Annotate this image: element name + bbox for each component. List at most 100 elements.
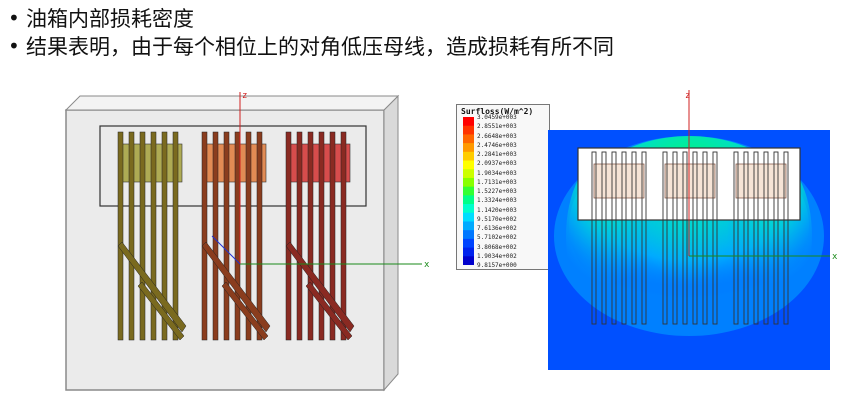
legend-swatch	[463, 177, 474, 188]
legend-swatch	[463, 160, 474, 170]
lead-bar	[212, 131, 219, 341]
lead-bar	[307, 131, 314, 341]
lead-bar	[783, 151, 789, 325]
lead-bar	[256, 131, 263, 341]
legend-label: 2.0937e+003	[477, 160, 517, 168]
lead-bar	[763, 151, 769, 325]
legend-label: 9.5170e+002	[477, 215, 517, 223]
core-window-frame	[99, 125, 367, 207]
bullet-item-2: • 结果表明，由于每个相位上的对角低压母线，造成损耗有所不同	[8, 32, 857, 60]
tank-side-face	[383, 94, 399, 392]
lead-bar	[139, 131, 146, 341]
legend-label: 7.6136e+002	[477, 225, 517, 232]
y-axis-line	[211, 235, 241, 265]
x-axis-label: x	[424, 260, 430, 270]
lead-bar	[753, 151, 759, 325]
lead-bar	[743, 151, 749, 325]
lead-bar	[672, 151, 678, 325]
z-axis-label: z	[242, 91, 247, 101]
legend-label: 2.6648e+003	[477, 132, 517, 140]
legend-label: 2.2841e+003	[477, 151, 517, 158]
lead-bar	[733, 151, 739, 325]
lead-bar	[682, 151, 688, 325]
phase-windings-group	[593, 163, 787, 199]
diagonal-busbar	[221, 281, 269, 341]
lead-bar	[621, 151, 627, 325]
lead-bar	[662, 151, 668, 325]
bullet-list: • 油箱内部损耗密度 • 结果表明，由于每个相位上的对角低压母线，造成损耗有所不…	[8, 4, 857, 60]
busbar-group	[117, 131, 355, 341]
legend-swatch	[463, 204, 474, 214]
lead-bar	[601, 151, 607, 325]
lead-bar	[161, 131, 168, 341]
legend-label: 1.5227e+003	[477, 188, 517, 195]
legend-swatch	[463, 151, 474, 162]
lead-bar	[223, 131, 230, 341]
lead-bar	[318, 131, 325, 341]
diagonal-busbar	[137, 281, 185, 341]
lead-bar	[296, 131, 303, 341]
legend-label: 1.7131e+003	[477, 178, 517, 186]
legend-label: 1.1420e+003	[477, 206, 517, 214]
legend-swatch	[463, 195, 474, 205]
legend-label: 2.4746e+003	[477, 141, 517, 149]
legend-swatch	[463, 169, 474, 179]
left-simulation-view: z x	[64, 91, 430, 392]
diagonal-busbar	[117, 241, 187, 333]
lead-bar	[150, 131, 157, 341]
lead-bar	[641, 151, 647, 325]
lead-bar	[340, 131, 347, 341]
legend-swatch	[463, 256, 474, 265]
legend-title: Surfloss(W/m^2)	[461, 107, 534, 116]
lead-bar	[611, 151, 617, 325]
legend-swatch	[463, 186, 474, 196]
legend-swatch	[463, 247, 474, 257]
legend-label: 2.8551e+003	[477, 123, 517, 131]
lead-bar	[128, 131, 135, 341]
lead-bar	[773, 151, 779, 325]
legend-swatch	[463, 134, 474, 144]
bullet-text-2: 结果表明，由于每个相位上的对角低压母线，造成损耗有所不同	[26, 35, 614, 59]
lead-bar	[245, 131, 252, 341]
lead-bar	[285, 131, 292, 341]
legend-swatch	[463, 230, 474, 240]
lead-bar	[591, 151, 597, 325]
phase-winding	[593, 163, 645, 199]
phase-winding	[735, 163, 787, 199]
right-loss-density-view: z x	[548, 90, 838, 370]
legend-swatch	[463, 238, 474, 249]
legend-label: 9.8157e+000	[477, 262, 517, 269]
legend-swatch	[463, 125, 474, 135]
lead-bar	[234, 131, 241, 341]
legend-label: 1.3324e+003	[477, 197, 517, 205]
legend-label: 1.9034e+003	[477, 169, 517, 177]
legend-swatch	[463, 221, 474, 231]
x-axis-label: x	[832, 252, 838, 262]
lead-bar	[117, 131, 124, 341]
legend-label: 1.9034e+002	[477, 252, 517, 260]
bullet-dot-icon: •	[8, 6, 20, 30]
legend-label: 5.7102e+002	[477, 234, 517, 242]
lead-bar	[631, 151, 637, 325]
phase-winding	[664, 163, 716, 199]
legend-swatch	[463, 212, 474, 222]
lead-bar	[702, 151, 708, 325]
diagonal-busbar	[201, 241, 271, 333]
diagonal-busbar	[305, 281, 353, 341]
bullet-text-1: 油箱内部损耗密度	[26, 7, 194, 31]
legend-swatch	[463, 117, 474, 127]
legend-color-bar	[463, 117, 474, 265]
legend-label: 3.8068e+002	[477, 243, 517, 251]
busbar-group	[591, 151, 789, 325]
lead-bar	[172, 131, 179, 341]
bullet-item-1: • 油箱内部损耗密度	[8, 4, 857, 32]
legend-label: 3.0459e+003	[477, 114, 517, 121]
z-axis-label: z	[685, 91, 690, 101]
bullet-dot-icon: •	[8, 34, 20, 58]
lead-bar	[329, 131, 336, 341]
lead-bar	[201, 131, 208, 341]
lead-bar	[712, 151, 718, 325]
tank-top-face	[64, 95, 400, 111]
legend-swatch	[463, 143, 474, 153]
